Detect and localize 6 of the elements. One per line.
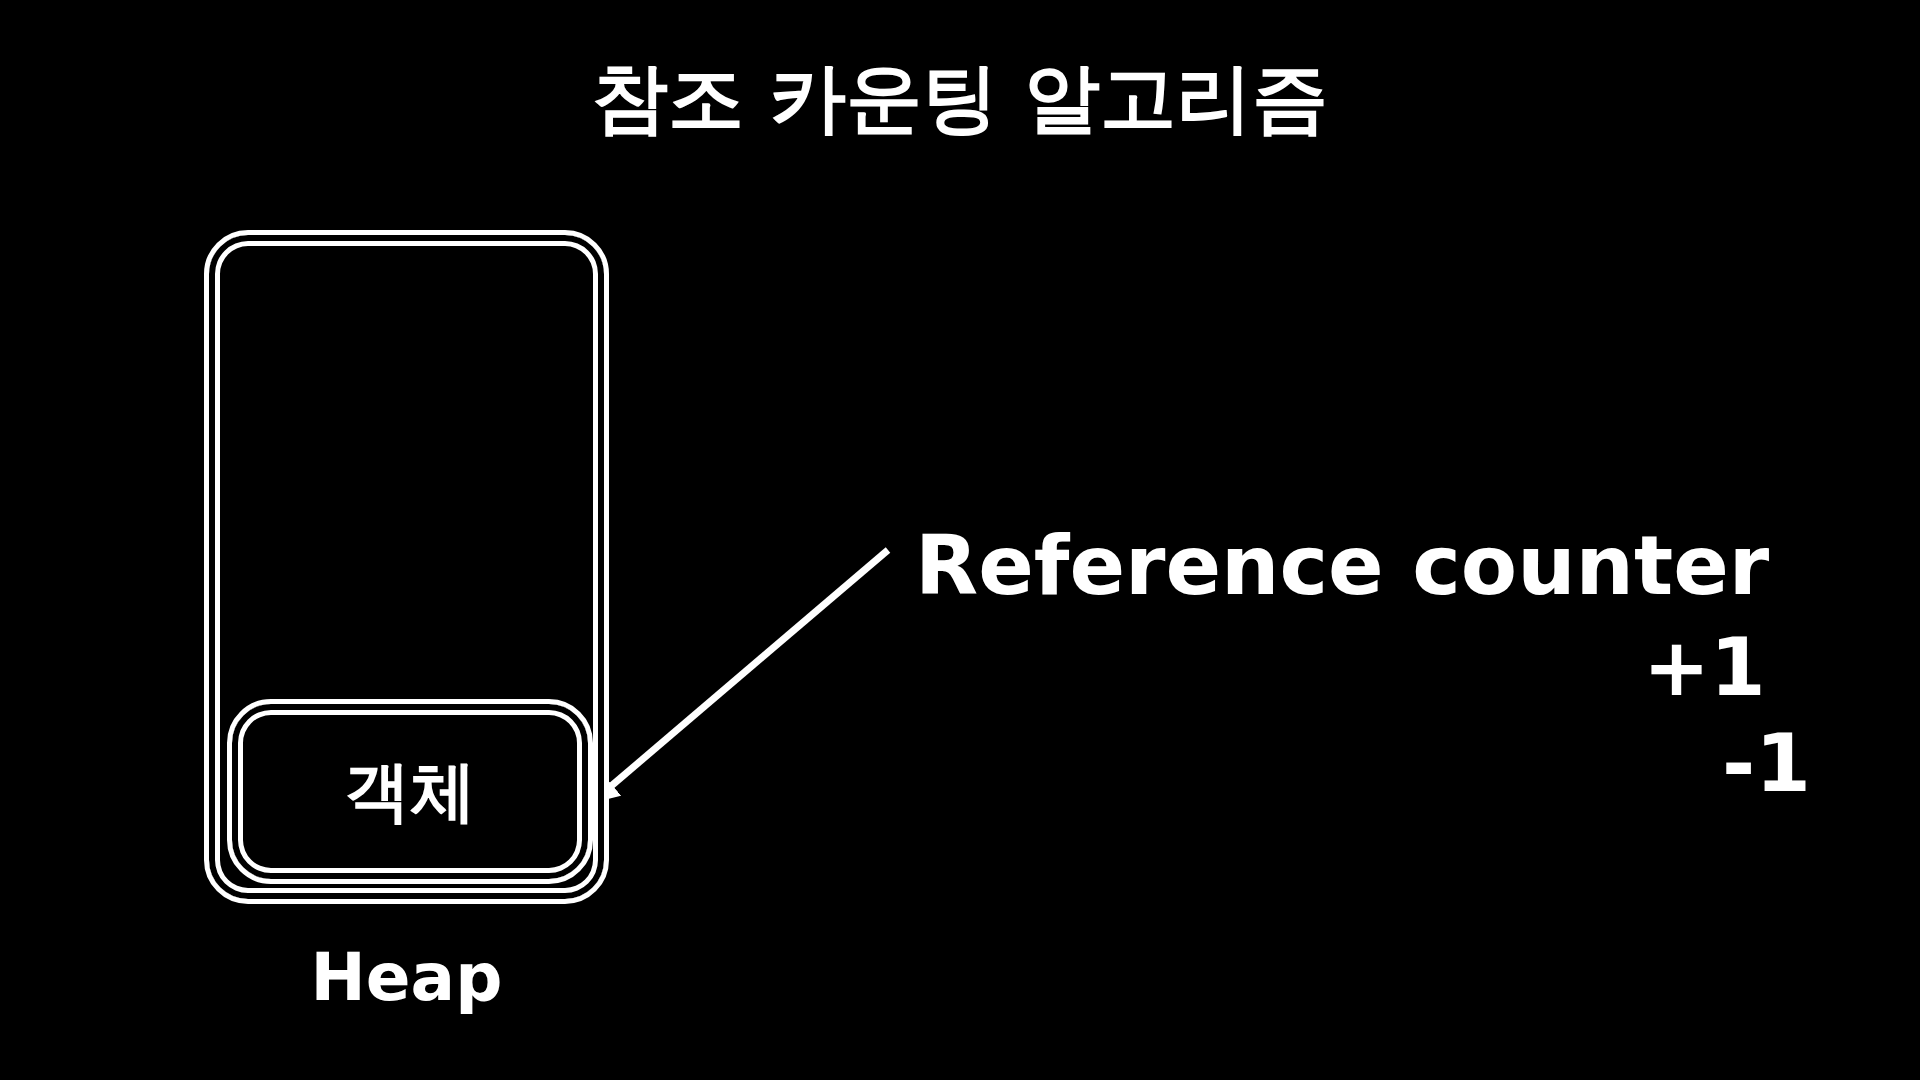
object-box <box>227 699 593 884</box>
reference-counter-label: Reference counter <box>915 525 1770 607</box>
title: 참조 카운팅 알고리즘 <box>590 60 1330 136</box>
plus-one-label: +1 <box>1643 628 1766 708</box>
object-label: 객체 <box>344 758 476 825</box>
minus-one-label: -1 <box>1722 724 1811 804</box>
